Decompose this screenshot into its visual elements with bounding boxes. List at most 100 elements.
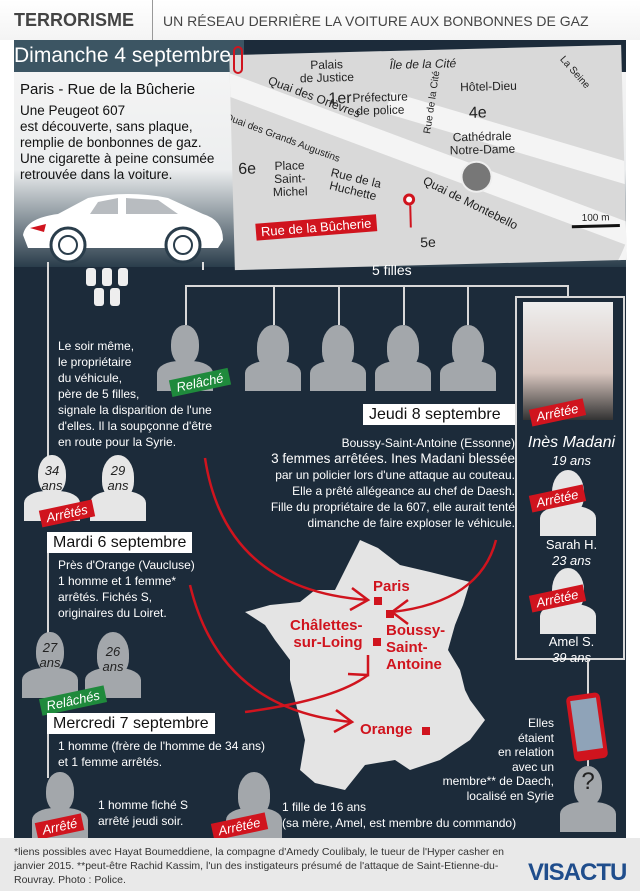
tree-line [567, 285, 569, 297]
commando-name: Sarah H. [545, 537, 598, 552]
age-label: 26 ans [102, 644, 124, 674]
girl-text: 1 fille de 16 ans (sa mère, Amel, est mem… [282, 799, 516, 831]
wednesday-date: Mercredi 7 septembre [47, 713, 215, 734]
line: Le soir même, [58, 339, 135, 353]
age-label: 29 ans [107, 463, 129, 493]
commando-name: Amel S. [548, 634, 595, 649]
tuesday-text: Près d'Orange (Vaucluse) 1 homme et 1 fem… [58, 557, 195, 621]
line: retrouvée dans la voiture. [20, 167, 173, 182]
commando-box [515, 296, 625, 660]
arrow-to-chalettes [244, 674, 369, 714]
line: 1 homme fiché S [98, 798, 189, 812]
line: arrêté jeudi soir. [98, 814, 184, 828]
timeline-line [47, 262, 49, 482]
visactu-logo: VISACTU [528, 859, 627, 886]
line: en relation [497, 745, 554, 759]
orange-marker [422, 727, 430, 735]
city-chalettes: Châlettes- sur-Loing [290, 617, 363, 651]
line: 1 homme (frère de l'homme de 34 ans) [58, 739, 266, 753]
arrowhead [333, 709, 355, 734]
line: (sa mère, Amel, est membre du commando) [282, 816, 517, 830]
father-text: Le soir même, le propriétaire du véhicule,… [58, 338, 212, 450]
city-boussy: Boussy- Saint- Antoine [386, 622, 446, 673]
daughter-silhouette-icon [310, 325, 366, 391]
line: 1 homme et 1 femme* [58, 574, 177, 588]
tree-line [403, 285, 405, 325]
sunday-date: Dimanche 4 septembre [14, 44, 232, 67]
line: dimanche de faire exploser le véhicule. [307, 516, 515, 530]
tree-line [185, 285, 187, 325]
line: et 1 femme arrêtés. [58, 755, 163, 769]
commando-age: 23 ans [551, 553, 592, 568]
header-divider [152, 0, 153, 40]
line: arrêtés. Fichés S, [58, 590, 153, 604]
thursday-date: Jeudi 8 septembre [363, 404, 515, 425]
sunday-band [14, 40, 244, 72]
boussy-marker [386, 610, 394, 618]
line: Fille du propriétaire de la 607, elle au… [270, 500, 515, 514]
tree-line [338, 285, 340, 325]
header-subtitle: UN RÉSEAU DERRIÈRE LA VOITURE AUX BONBON… [163, 13, 589, 29]
line: originaires du Loiret. [58, 606, 167, 620]
daughters-label: 5 filles [372, 262, 412, 278]
line: Elle a prêté allégeance au chef de Daesh… [292, 484, 515, 498]
line: 1 fille de 16 ans [282, 800, 367, 814]
arrow-to-orange [188, 584, 353, 724]
city-paris: Paris [373, 578, 410, 595]
arrowhead [349, 587, 371, 612]
paris-marker [374, 597, 382, 605]
line: signale la disparition de l'une [58, 403, 212, 417]
line: membre** de Daech, [442, 774, 554, 788]
timeline-line [47, 733, 49, 778]
line: par un policier lors d'une attaque au co… [275, 468, 515, 482]
line: Elles [527, 716, 554, 730]
city-orange: Orange [360, 721, 413, 738]
header-title: TERRORISME [14, 10, 135, 30]
line: Une cigarette à peine consumée [20, 151, 215, 166]
paperclip-icon [233, 46, 243, 74]
commando-age: 39 ans [551, 650, 592, 665]
line: remplie de bonbonnes de gaz. [20, 135, 202, 150]
car-icon [23, 194, 223, 270]
line: Une Peugeot 607 [20, 103, 126, 118]
arrow-to-paris [203, 457, 369, 602]
tree-line [467, 285, 469, 325]
question-mark: ? [581, 768, 595, 795]
tuesday-date: Mardi 6 septembre [47, 532, 193, 553]
arrow-to-boussy [391, 539, 498, 614]
line: 3 femmes arrêtées. Ines Madani blessée [271, 451, 515, 466]
sunday-text: Une Peugeot 607 est découverte, sans pla… [20, 103, 214, 183]
footer [0, 838, 640, 891]
woman-silhouette-icon: 29 ans [90, 455, 146, 521]
thursday-text: Boussy-Saint-Antoine (Essonne)3 femmes a… [271, 435, 515, 531]
commando-name: Inès Madani [527, 434, 616, 451]
timeline-line [47, 552, 49, 634]
line: du véhicule, [58, 371, 123, 385]
wednesday-text: 1 homme (frère de l'homme de 34 ans) et 1… [58, 738, 265, 770]
line: avec un [511, 759, 554, 774]
commando-age: 19 ans [551, 453, 592, 468]
unknown-person-icon: ? [560, 766, 616, 832]
tree-line [185, 285, 568, 287]
line: le propriétaire [58, 355, 132, 369]
daughter-silhouette-icon [245, 325, 301, 391]
tree-line [273, 285, 275, 325]
man-text: 1 homme fiché S arrêté jeudi soir. [98, 797, 188, 829]
age-label: 34 ans [41, 463, 63, 493]
chalettes-marker [373, 638, 381, 646]
line: est découverte, sans plaque, [20, 119, 193, 134]
line: localisé en Syrie [466, 788, 554, 803]
footnotes: *liens possibles avec Hayat Boumeddiene,… [14, 846, 505, 886]
age-label: 27 ans [39, 640, 61, 670]
line: en route pour la Syrie. [58, 435, 177, 449]
arrowhead [347, 655, 370, 677]
line: Boussy-Saint-Antoine (Essonne) [341, 436, 515, 450]
header [0, 0, 640, 40]
daughter-silhouette-icon [440, 325, 496, 391]
sunday-place: Paris - Rue de la Bûcherie [20, 81, 196, 98]
line: Près d'Orange (Vaucluse) [58, 558, 195, 572]
line: étaient [517, 730, 554, 745]
phone-screen [570, 697, 604, 752]
line: d'elles. Il la soupçonne d'être [58, 419, 213, 433]
